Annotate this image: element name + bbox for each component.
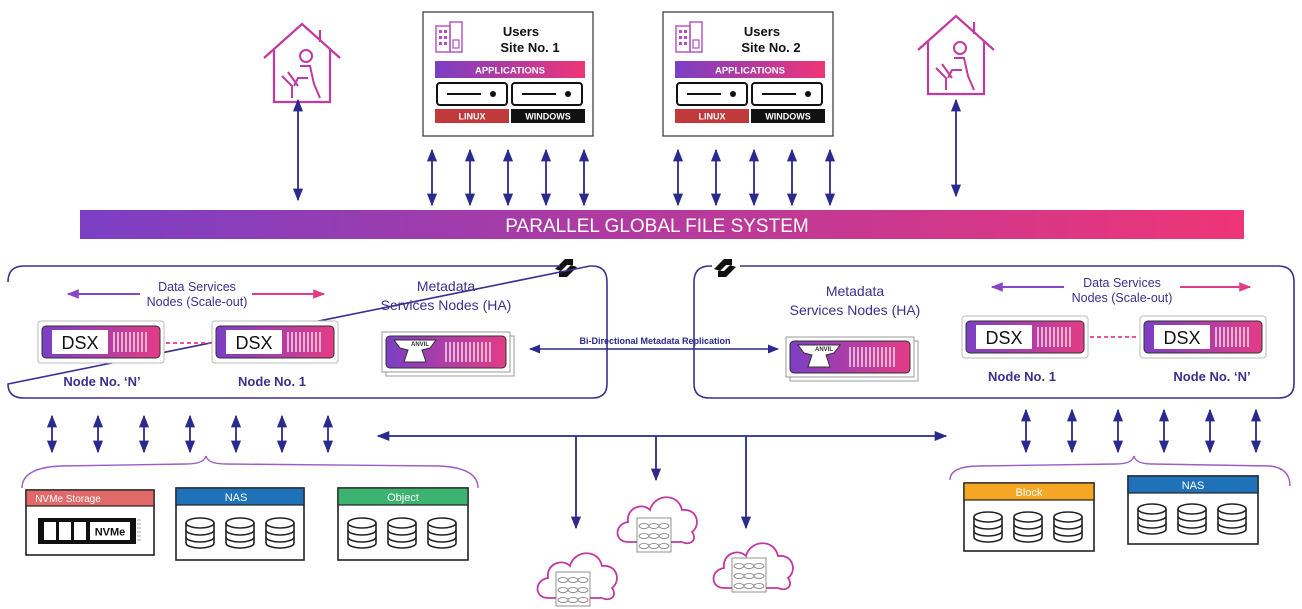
block-storage-box: Block [963, 482, 1095, 552]
node-caption: Node No. ‘N’ [63, 374, 140, 389]
data-services-label-line2: Nodes (Scale-out) [147, 295, 248, 309]
dsx-node-icon: DSX [37, 320, 165, 364]
windows-label: WINDOWS [525, 112, 571, 122]
anvil-label: ANVIL [815, 347, 833, 353]
storage-title: NAS [225, 492, 248, 504]
metadata-services-label-line1: Metadata [826, 283, 885, 299]
storage-title: NVMe Storage [35, 494, 101, 505]
site-title-line1: Users [744, 24, 780, 39]
dsx-node-icon: DSX [1139, 315, 1267, 359]
sync-icon [555, 259, 577, 277]
remote-user-house-right-icon [916, 14, 996, 96]
storage-brace-left [21, 455, 479, 489]
nvme-chip-label: NVMe [95, 527, 126, 539]
windows-label: WINDOWS [765, 112, 811, 122]
linux-label: LINUX [459, 112, 486, 122]
object-storage-box: Object [337, 487, 469, 561]
nas-storage-box-right: NAS [1127, 475, 1259, 545]
dsx-label: DSX [985, 328, 1022, 348]
site-title-line2: Site No. 1 [500, 40, 559, 55]
data-services-label-line1: Data Services [1083, 276, 1161, 290]
storage-connection-arrows [46, 408, 1262, 530]
linux-label: LINUX [699, 112, 726, 122]
linux-server-icon [436, 82, 508, 106]
nas-storage-box-left: NAS [175, 487, 305, 561]
windows-server-icon [751, 82, 823, 106]
parallel-global-file-system-banner: PARALLEL GLOBAL FILE SYSTEM [80, 210, 1244, 239]
node-caption: Node No. 1 [238, 374, 306, 389]
metadata-replication-arrow: Bi-Directional Metadata Replication [528, 336, 780, 354]
data-services-label-line2: Nodes (Scale-out) [1072, 291, 1173, 305]
node-caption: Node No. ‘N’ [1173, 369, 1250, 384]
dsx-label: DSX [235, 333, 272, 353]
dsx-label: DSX [1163, 328, 1200, 348]
dsx-label: DSX [61, 333, 98, 353]
applications-label: APPLICATIONS [715, 66, 785, 77]
data-services-label-line1: Data Services [158, 280, 236, 294]
applications-label: APPLICATIONS [475, 66, 545, 77]
dsx-node-icon: DSX [961, 315, 1089, 359]
metadata-services-label-line1: Metadata [417, 278, 476, 294]
sync-icon [714, 259, 736, 277]
users-site-2-panel: Users Site No. 2 APPLICATIONS LINUX WIND… [662, 11, 834, 137]
metadata-services-label-line2: Services Nodes (HA) [790, 302, 921, 318]
metadata-services-label-line2: Services Nodes (HA) [381, 297, 512, 313]
storage-title: Object [387, 492, 419, 504]
anvil-metadata-node-icon: ANVIL [381, 331, 515, 377]
anvil-label: ANVIL [411, 342, 429, 348]
cloud-storage-icon [616, 496, 698, 553]
remote-user-house-left-icon [262, 22, 342, 104]
nvme-drive-icon: NVMe [38, 518, 141, 544]
site-title-line1: Users [503, 24, 539, 39]
right-cluster: Metadata Services Nodes (HA) Data Servic… [693, 265, 1295, 399]
left-cluster: Data Services Nodes (Scale-out) Metadata… [7, 265, 608, 399]
top-connection-arrows [292, 98, 962, 207]
site-title-line2: Site No. 2 [741, 40, 800, 55]
storage-brace-right [949, 455, 1291, 487]
node-caption: Node No. 1 [988, 369, 1056, 384]
banner-title: PARALLEL GLOBAL FILE SYSTEM [505, 216, 808, 237]
anvil-metadata-node-icon: ANVIL [785, 336, 919, 382]
cloud-storage-icon [712, 542, 794, 593]
replication-label: Bi-Directional Metadata Replication [579, 336, 730, 346]
windows-server-icon [511, 82, 583, 106]
dsx-node-icon: DSX [211, 320, 339, 364]
storage-title: NAS [1182, 480, 1205, 492]
linux-server-icon [676, 82, 748, 106]
storage-title: Block [1016, 487, 1043, 499]
cloud-storage-icon [536, 552, 618, 607]
users-site-1-panel: Users Site No. 1 APPLICATIONS LINUX WIND… [422, 11, 594, 137]
nvme-storage-box: NVMe Storage NVMe [25, 489, 155, 556]
